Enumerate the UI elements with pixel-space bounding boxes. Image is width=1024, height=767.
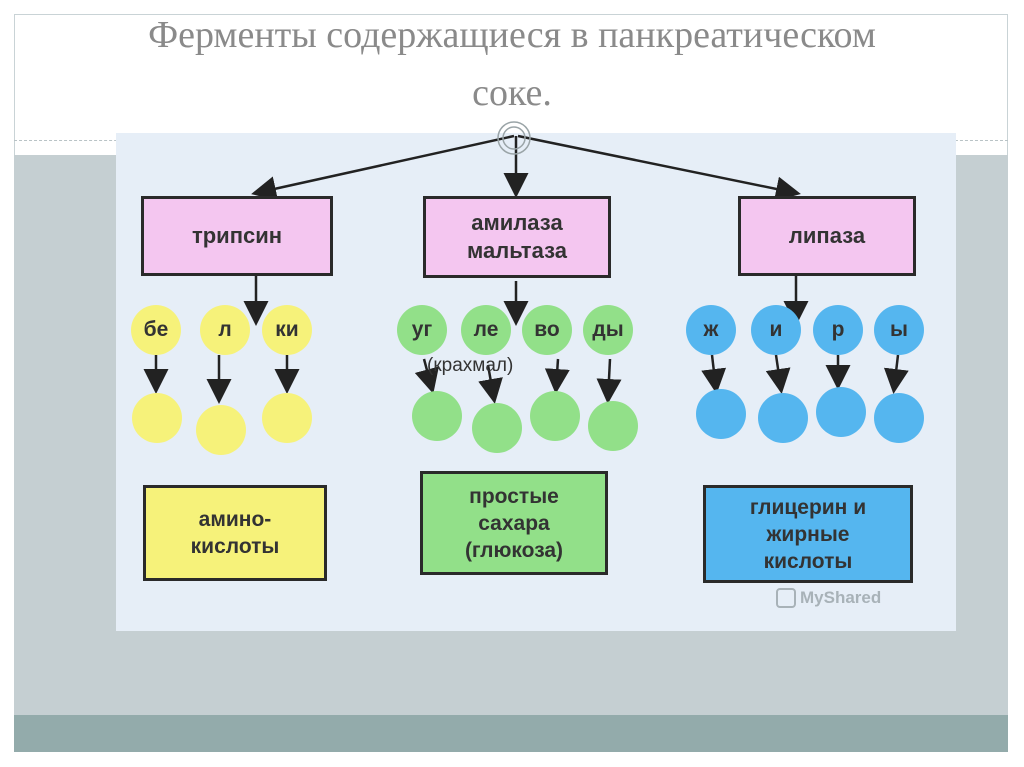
- syllable-circle: уг: [397, 305, 447, 355]
- result-simple-sugars: простые сахара (глюкоза): [420, 471, 608, 575]
- watermark: MyShared: [776, 588, 881, 608]
- product-circle: [132, 393, 182, 443]
- slide-ornament-icon: [497, 121, 531, 155]
- result-amino-acids: амино- кислоты: [143, 485, 327, 581]
- starch-note: (крахмал): [427, 355, 514, 376]
- product-circle: [412, 391, 462, 441]
- product-circle: [262, 393, 312, 443]
- syllable-circle: р: [813, 305, 863, 355]
- product-circle: [530, 391, 580, 441]
- syllable-circle: л: [200, 305, 250, 355]
- enzyme-lipase: липаза: [738, 196, 916, 276]
- syllable-circle: ки: [262, 305, 312, 355]
- enzyme-amylase-maltase: амилаза мальтаза: [423, 196, 611, 278]
- watermark-text: MyShared: [800, 588, 882, 607]
- product-circle: [874, 393, 924, 443]
- syllable-circle: бе: [131, 305, 181, 355]
- syllable-circle: ды: [583, 305, 633, 355]
- syllable-circle: ж: [686, 305, 736, 355]
- syllable-circle: и: [751, 305, 801, 355]
- product-circle: [696, 389, 746, 439]
- product-circle: [588, 401, 638, 451]
- product-circle: [758, 393, 808, 443]
- enzyme-trypsin: трипсин: [141, 196, 333, 276]
- diagram-arrows: [143, 134, 909, 404]
- result-glycerol-fatty-acids: глицерин и жирные кислоты: [703, 485, 913, 583]
- syllable-circle: ы: [874, 305, 924, 355]
- product-circle: [816, 387, 866, 437]
- watermark-icon: [776, 588, 796, 608]
- slide-title: Ферменты содержащиеся в панкреатическом …: [148, 14, 876, 114]
- syllable-circle: во: [522, 305, 572, 355]
- product-circle: [196, 405, 246, 455]
- enzyme-diagram: трипсин амилаза мальтаза липаза бе л ки …: [116, 133, 956, 631]
- footer-band: [14, 715, 1008, 752]
- product-circle: [472, 403, 522, 453]
- syllable-circle: ле: [461, 305, 511, 355]
